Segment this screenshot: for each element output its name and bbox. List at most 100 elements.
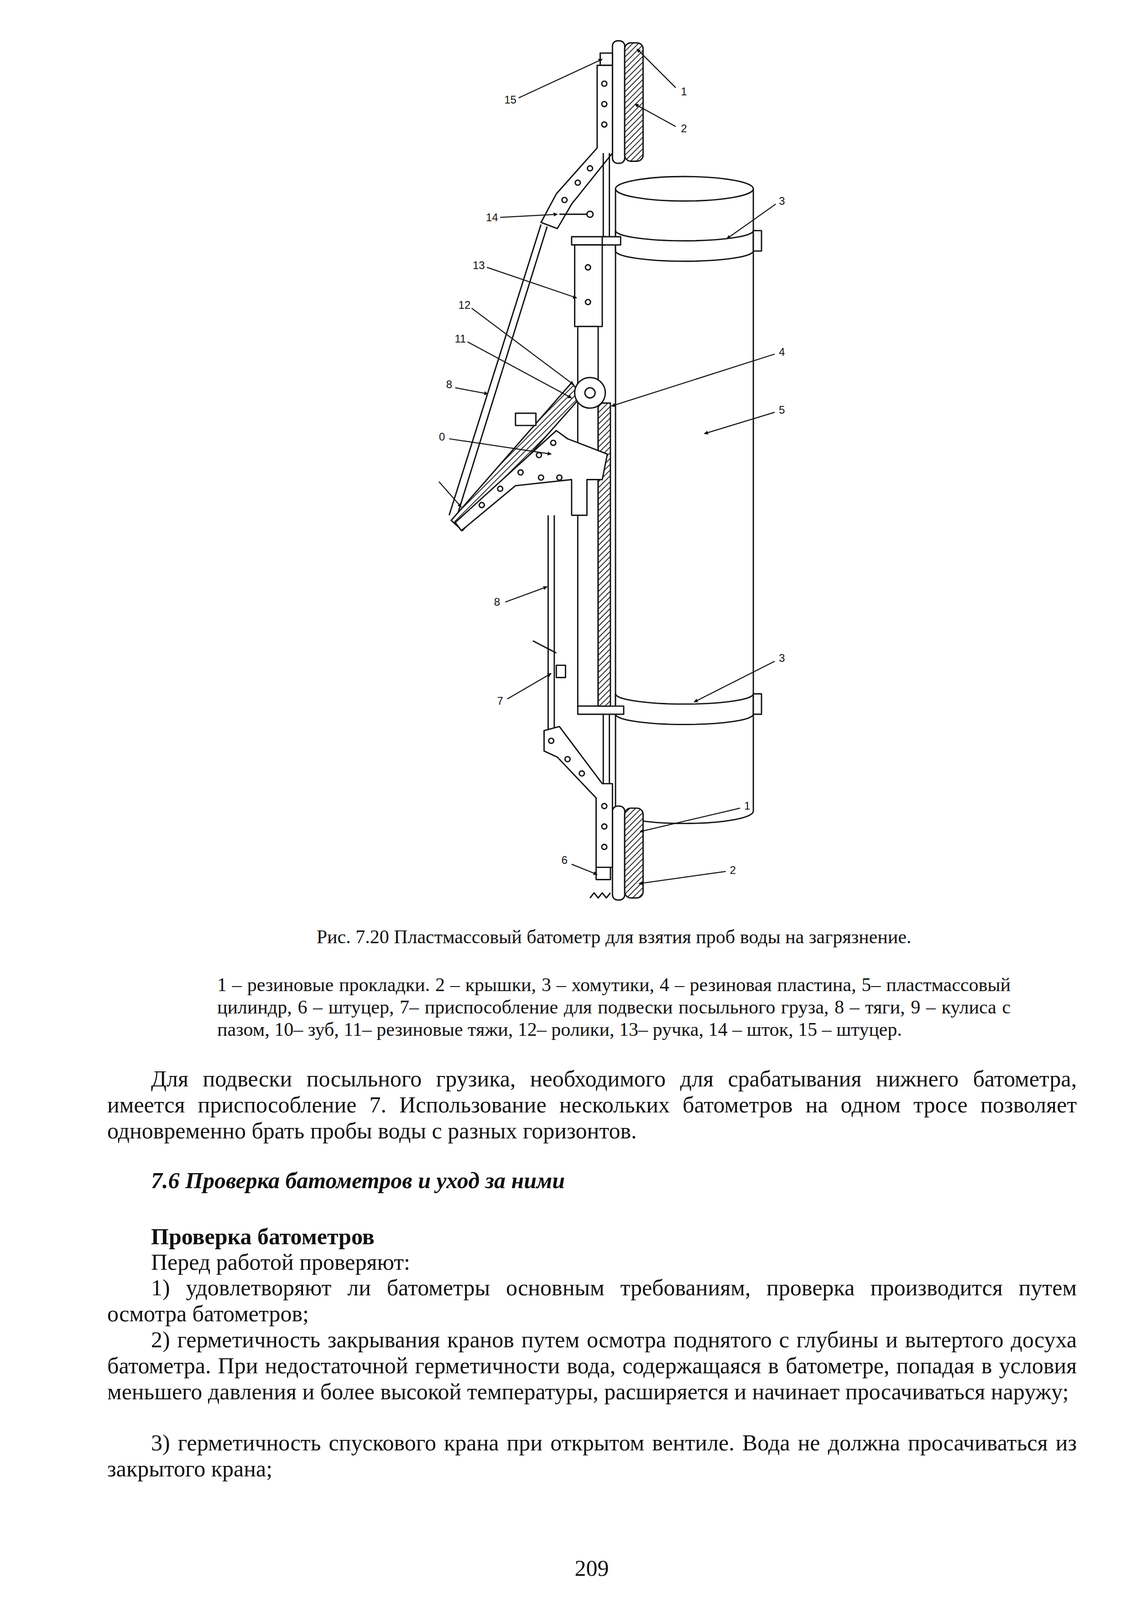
- callout-number: 11: [454, 333, 467, 345]
- body-paragraph: Перед работой проверяют:: [151, 1249, 1077, 1276]
- illustration-stroke: [602, 714, 605, 788]
- illustration-stroke: [726, 203, 776, 239]
- callout-number: 3: [778, 195, 786, 207]
- clamp: [615, 230, 762, 726]
- lever: [543, 726, 613, 868]
- illustration-stroke: [575, 180, 581, 186]
- illustration-stroke: [486, 267, 577, 298]
- illustration-stroke: [601, 824, 607, 830]
- lever: [541, 65, 613, 229]
- illustration-stroke: [579, 771, 585, 777]
- illustration-stroke: [574, 377, 606, 409]
- illustration-stroke: [611, 354, 775, 407]
- illustration-stroke: [538, 474, 544, 480]
- illustration-stroke: [518, 59, 602, 99]
- illustration-stroke: [553, 515, 555, 734]
- body-paragraph: Для подвески посыльного грузика, необход…: [107, 1066, 1077, 1145]
- illustration-stroke: [602, 153, 605, 240]
- page-number: 209: [500, 1555, 684, 1582]
- callout-number: 6: [560, 855, 568, 866]
- illustration-stroke: [615, 188, 754, 825]
- illustration-stroke: [536, 452, 542, 458]
- illustration-stroke: [598, 403, 611, 707]
- illustration-stroke: [500, 214, 558, 218]
- illustration-stroke: [448, 438, 552, 455]
- illustration-stroke: [543, 726, 613, 868]
- illustration-stroke: [624, 808, 643, 899]
- illustration-stroke: [550, 440, 556, 446]
- illustration-stroke: [589, 893, 611, 899]
- illustration-stroke: [505, 586, 548, 603]
- illustration-stroke: [471, 308, 574, 386]
- body-paragraph: 3) герметичность спускового крана при от…: [107, 1430, 1077, 1483]
- illustration-stroke: [467, 341, 572, 398]
- callout-number: 8: [493, 596, 501, 608]
- lid: [612, 40, 643, 901]
- illustration-stroke: [601, 803, 607, 809]
- illustration-stroke: [571, 236, 606, 246]
- illustration-stroke: [562, 197, 568, 203]
- illustration-stroke: [574, 245, 603, 327]
- leader-line: [438, 48, 776, 884]
- illustration-stroke: [624, 42, 643, 162]
- illustration-stroke: [547, 515, 549, 734]
- illustration-stroke: [608, 153, 611, 240]
- illustration-stroke: [438, 40, 776, 901]
- callout-number: 13: [472, 260, 486, 272]
- callout-number: 14: [485, 212, 499, 224]
- illustration-stroke: [615, 693, 754, 725]
- plastic-cylinder: [615, 176, 754, 824]
- illustration-stroke: [586, 211, 593, 218]
- illustration-stroke: [587, 166, 593, 172]
- illustration-stroke: [455, 430, 608, 531]
- illustration-stroke: [640, 808, 741, 832]
- illustration-stroke: [585, 299, 591, 305]
- illustration-stroke: [615, 176, 754, 202]
- illustration-stroke: [438, 481, 462, 508]
- illustration-stroke: [541, 65, 613, 229]
- illustration-stroke: [635, 104, 676, 127]
- illustration-stroke: [559, 213, 590, 215]
- illustration-stroke: [693, 661, 775, 703]
- illustration-stroke: [532, 641, 557, 654]
- illustration-stroke: [585, 265, 591, 271]
- illustration-stroke: [479, 502, 485, 508]
- callout-number: 2: [729, 865, 737, 877]
- illustration-stroke: [556, 474, 562, 480]
- illustration-stroke: [612, 806, 625, 901]
- callout-number: 2: [680, 123, 688, 135]
- callout-number: 0: [438, 431, 446, 443]
- callout-number: 4: [778, 346, 786, 358]
- section-heading: 7.6 Проверка батометров и уход за ними: [151, 1168, 1077, 1195]
- illustration-stroke: [548, 738, 554, 744]
- illustration-stroke: [564, 756, 570, 762]
- illustration-stroke: [638, 871, 726, 885]
- body-paragraph: 2) герметичность закрывания кранов путем…: [107, 1327, 1077, 1406]
- callout-number: 5: [778, 404, 786, 416]
- figure-legend: 1 – резиновые прокладки. 2 – крышки, 3 –…: [217, 974, 1011, 1042]
- illustration-stroke: [753, 230, 762, 252]
- illustration-stroke: [577, 706, 624, 715]
- illustration-stroke: [455, 387, 489, 394]
- illustration-stroke: [571, 864, 598, 875]
- illustration-stroke: [601, 844, 607, 850]
- illustration-stroke: [612, 40, 625, 163]
- callout-number: 7: [496, 695, 504, 707]
- illustration-stroke: [601, 81, 607, 87]
- slotted-link: [455, 430, 608, 531]
- illustration-stroke: [601, 101, 607, 107]
- callout-number: 15: [503, 94, 517, 106]
- illustration-stroke: [497, 486, 503, 492]
- handle: [571, 236, 621, 327]
- illustration-stroke: [636, 48, 676, 88]
- callout-number: 12: [458, 299, 472, 311]
- illustration-stroke: [556, 665, 566, 679]
- illustration-stroke: [507, 673, 552, 700]
- illustration-stroke: [584, 387, 595, 398]
- illustration-stroke: [601, 121, 607, 127]
- illustration-stroke: [596, 867, 611, 881]
- callout-number: 3: [778, 652, 786, 664]
- illustration-stroke: [608, 714, 611, 788]
- illustration-stroke: [602, 236, 621, 246]
